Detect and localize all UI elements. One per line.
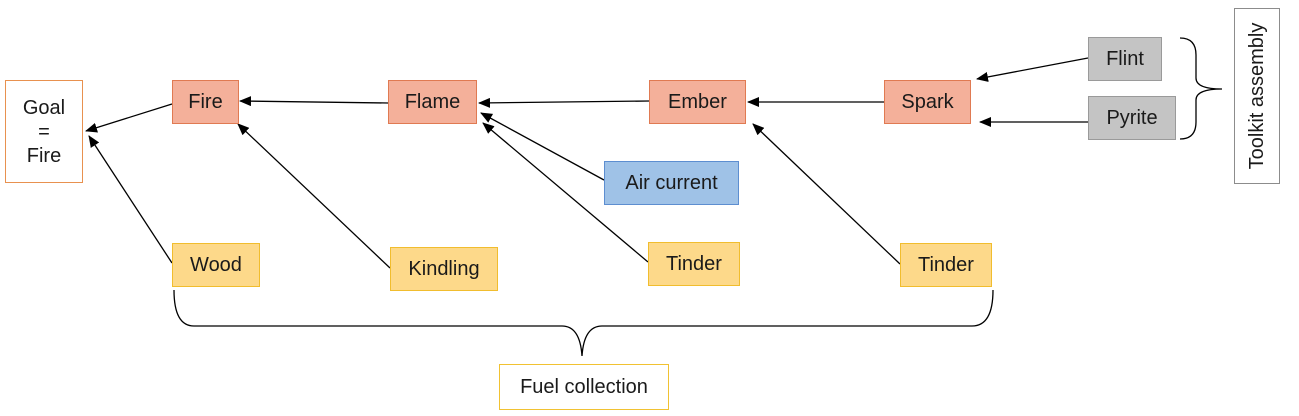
tinder-flame-node: Tinder	[648, 242, 740, 286]
arrow-tinder-to-flame	[482, 122, 649, 263]
arrow-tinder-to-ember	[752, 123, 901, 265]
toolkit-assembly-label: Toolkit assembly	[1246, 22, 1268, 170]
arrow-wood-to-goal	[88, 135, 173, 264]
air-current-node: Air current	[604, 161, 739, 205]
tinder-ember-node: Tinder	[900, 243, 992, 287]
fire-node: Fire	[172, 80, 239, 124]
arrow-ember-to-flame	[478, 97, 650, 108]
arrow-kindling-to-fire	[237, 123, 391, 269]
arrow-fire-to-goal	[85, 103, 173, 133]
toolkit-assembly-box	[1234, 8, 1280, 184]
goal-label-line3: Fire	[26, 144, 62, 167]
kindling-node: Kindling	[390, 247, 498, 291]
flint-node: Flint	[1088, 37, 1162, 81]
toolkit-assembly-brace	[1179, 37, 1223, 140]
goal-node: Goal = Fire	[5, 80, 83, 183]
wood-node: Wood	[172, 243, 260, 287]
goal-label-line2: =	[38, 120, 50, 143]
arrow-air-current-to-flame	[480, 112, 605, 181]
ember-node: Ember	[649, 80, 746, 124]
spark-node: Spark	[884, 80, 971, 124]
fuel-collection-label: Fuel collection	[499, 364, 669, 410]
goal-label-line1: Goal	[22, 96, 66, 119]
arrow-flame-to-fire	[239, 96, 389, 107]
fuel-collection-brace	[173, 289, 994, 357]
arrow-flint-to-spark	[976, 57, 1089, 82]
flame-node: Flame	[388, 80, 477, 124]
pyrite-node: Pyrite	[1088, 96, 1176, 140]
